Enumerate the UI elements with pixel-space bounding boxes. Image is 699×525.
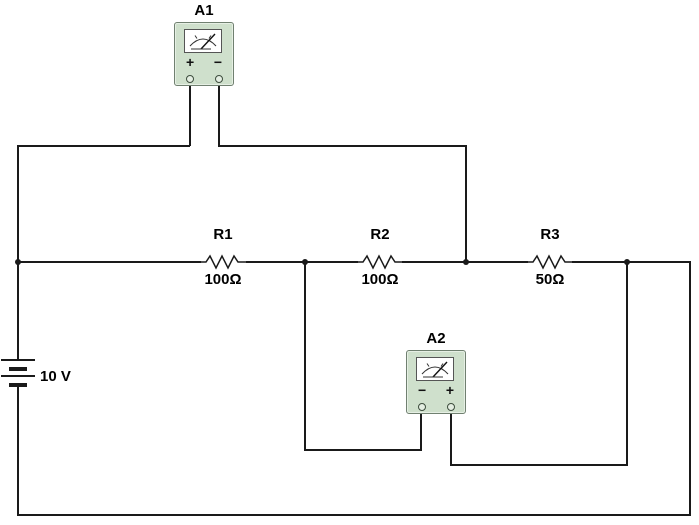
wire bbox=[17, 385, 19, 515]
meter-dial-icon bbox=[416, 357, 454, 381]
wire bbox=[304, 261, 306, 451]
polarity-signs: − + bbox=[407, 382, 465, 398]
polarity-left-sign: + bbox=[186, 54, 195, 70]
wire bbox=[218, 145, 466, 147]
wire bbox=[17, 145, 190, 147]
resistor-r1-symbol[interactable] bbox=[200, 254, 247, 270]
battery-plate bbox=[9, 367, 27, 371]
resistor-name: R1 bbox=[213, 226, 233, 243]
resistor-name: R3 bbox=[540, 226, 560, 243]
resistor-r3-symbol[interactable] bbox=[527, 254, 574, 270]
wire bbox=[420, 408, 422, 451]
polarity-right-sign: − bbox=[213, 54, 222, 70]
ammeter-a1[interactable]: + − bbox=[174, 22, 234, 86]
wire bbox=[450, 464, 628, 466]
polarity-left-sign: − bbox=[418, 382, 427, 398]
junction-dot bbox=[15, 259, 21, 265]
wire bbox=[218, 80, 220, 146]
wire bbox=[689, 261, 691, 515]
meter-dial-icon bbox=[184, 29, 222, 53]
junction-dot bbox=[302, 259, 308, 265]
battery-plate bbox=[1, 375, 35, 377]
wire bbox=[17, 145, 19, 361]
junction-dot bbox=[463, 259, 469, 265]
wire bbox=[17, 514, 691, 516]
resistor-r2-symbol[interactable] bbox=[357, 254, 404, 270]
ammeter-a2[interactable]: − + bbox=[406, 350, 466, 414]
junction-dot bbox=[624, 259, 630, 265]
terminal-left[interactable] bbox=[186, 75, 194, 83]
wire bbox=[17, 261, 201, 263]
polarity-right-sign: + bbox=[445, 382, 454, 398]
polarity-signs: + − bbox=[175, 54, 233, 70]
resistor-value: 100Ω bbox=[204, 271, 242, 288]
battery-plate bbox=[9, 383, 27, 387]
battery-plate bbox=[1, 359, 35, 361]
ammeter-a1-label: A1 bbox=[194, 2, 214, 19]
terminal-right[interactable] bbox=[215, 75, 223, 83]
resistor-value: 100Ω bbox=[361, 271, 399, 288]
wire bbox=[465, 145, 467, 263]
wire bbox=[304, 449, 421, 451]
battery-voltage-label: 10 V bbox=[40, 368, 71, 385]
wire bbox=[626, 261, 628, 466]
resistor-name: R2 bbox=[370, 226, 390, 243]
terminal-left[interactable] bbox=[418, 403, 426, 411]
wire bbox=[189, 80, 191, 146]
resistor-value: 50Ω bbox=[535, 271, 565, 288]
ammeter-a2-label: A2 bbox=[426, 330, 446, 347]
wire bbox=[572, 261, 690, 263]
wire bbox=[450, 408, 452, 466]
terminal-right[interactable] bbox=[447, 403, 455, 411]
